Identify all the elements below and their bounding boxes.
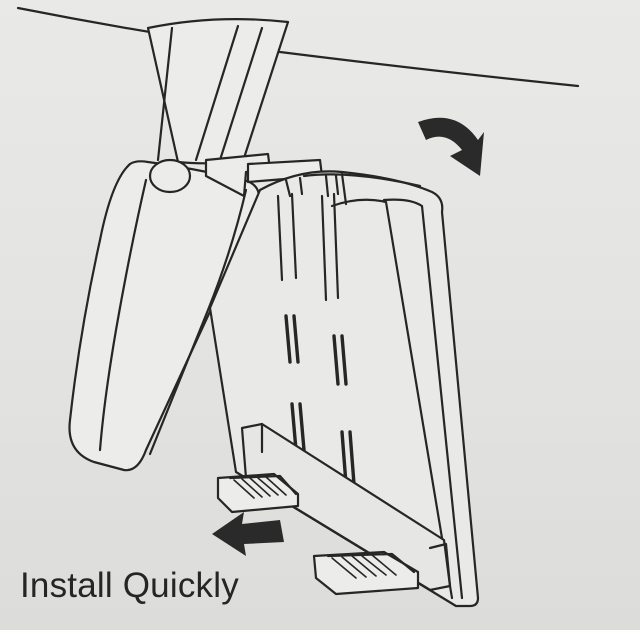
curved-arrow-clockwise-icon (418, 117, 484, 176)
arrow-left-icon (212, 512, 284, 556)
holder-frame-back-plate (330, 198, 454, 600)
clamp-foot-right-ridges (331, 554, 397, 579)
clamp-foot-right-top (326, 552, 416, 574)
headrest-pad-edge (148, 188, 248, 456)
headrest-pad-seam (98, 178, 148, 452)
holder-frame-inner-edge (382, 198, 464, 600)
hanger-strap-right (320, 174, 340, 302)
clamp-foot-left-top (228, 474, 298, 496)
slot-marks (284, 314, 356, 486)
hanger-strap-left (276, 176, 304, 282)
holder-frame (208, 170, 480, 608)
holder-frame-top-edge (302, 173, 422, 188)
holder-frame-side-rail (340, 172, 348, 206)
clamp-foot-right (312, 550, 420, 596)
headrest-post-inner-right (218, 26, 264, 162)
caption-install-quickly: Install Quickly (20, 566, 239, 605)
headrest-post-inner-left (156, 26, 174, 162)
clamp-foot-left-ridges (233, 476, 287, 499)
collar-knob (148, 158, 192, 194)
bottom-tray-front (428, 542, 452, 588)
car-roof-line (16, 6, 580, 88)
headrest-post-inner-mid (194, 24, 240, 162)
